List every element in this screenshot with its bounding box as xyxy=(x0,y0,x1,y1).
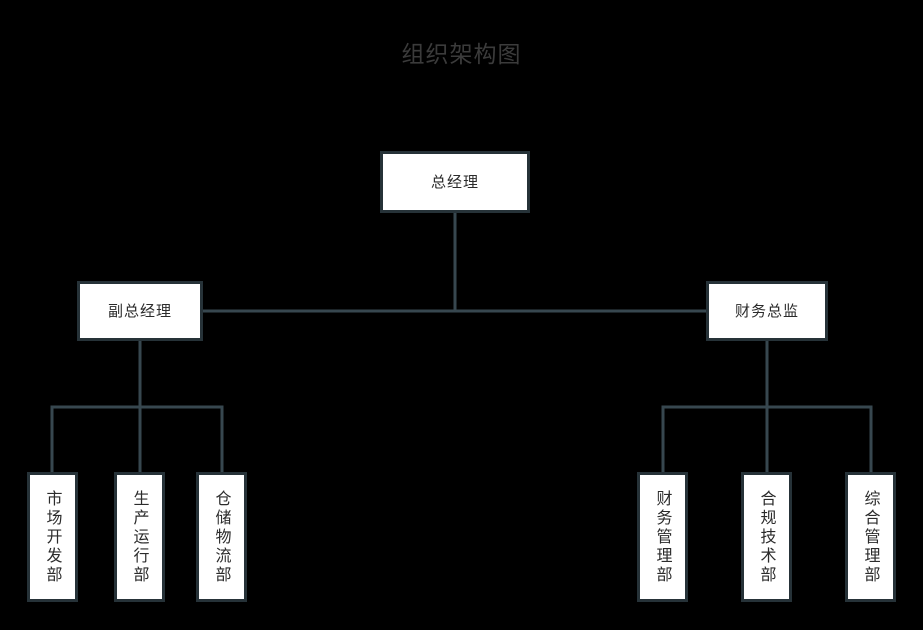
node-financial-director-label: 财务总监 xyxy=(734,302,799,320)
node-market-development-department-label: 市场开发部 xyxy=(43,489,63,585)
node-warehouse-logistics-department-label: 仓储物流部 xyxy=(212,489,232,585)
node-general-affairs-department-label: 综合管理部 xyxy=(861,489,881,585)
node-deputy-general-manager[interactable]: 副总经理 xyxy=(77,281,203,341)
node-production-operations-department-label: 生产运行部 xyxy=(130,489,150,585)
node-financial-management-department-label: 财务管理部 xyxy=(653,489,673,585)
node-market-development-department[interactable]: 市场开发部 xyxy=(27,472,78,602)
node-financial-management-department[interactable]: 财务管理部 xyxy=(637,472,688,602)
node-compliance-technology-department[interactable]: 合规技术部 xyxy=(741,472,792,602)
node-financial-director[interactable]: 财务总监 xyxy=(706,281,828,341)
node-general-manager[interactable]: 总经理 xyxy=(380,151,530,213)
node-general-affairs-department[interactable]: 综合管理部 xyxy=(845,472,896,602)
node-deputy-general-manager-label: 副总经理 xyxy=(107,302,172,320)
page-title: 组织架构图 xyxy=(401,42,522,68)
node-general-manager-label: 总经理 xyxy=(430,173,479,191)
node-warehouse-logistics-department[interactable]: 仓储物流部 xyxy=(196,472,247,602)
node-compliance-technology-department-label: 合规技术部 xyxy=(757,489,777,585)
node-production-operations-department[interactable]: 生产运行部 xyxy=(114,472,165,602)
